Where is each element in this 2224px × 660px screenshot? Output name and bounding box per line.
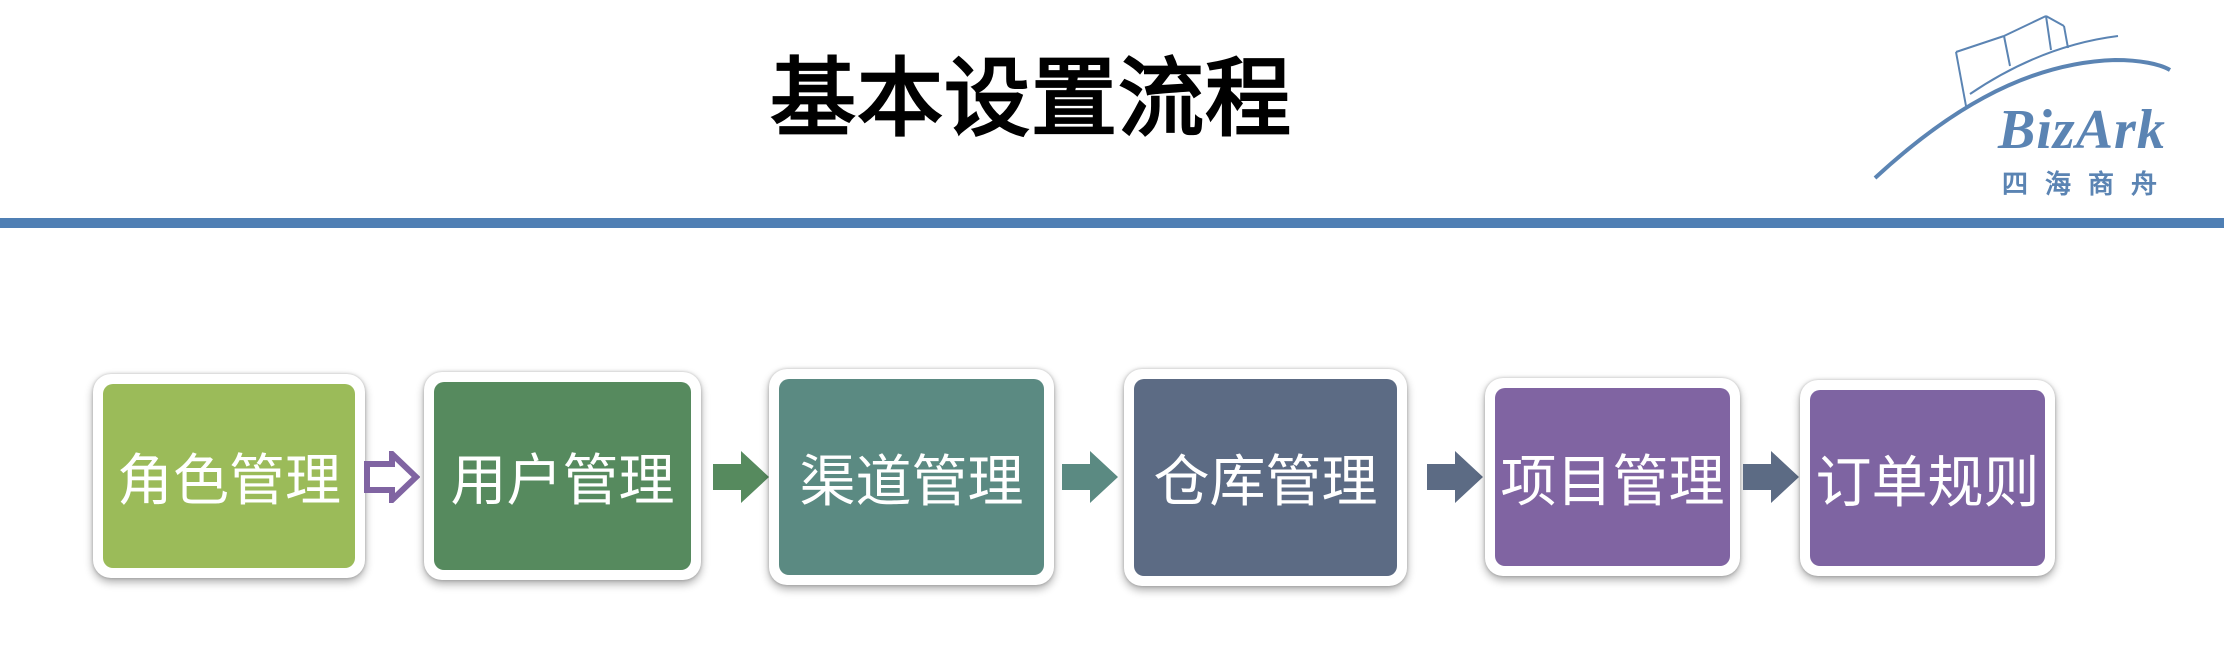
step-box: 角色管理 [103,384,355,568]
step-box: 用户管理 [434,382,691,570]
arrow-right-icon [1062,451,1118,503]
step-project-management: 项目管理 [1485,378,1740,576]
header-divider [0,218,2224,228]
page-title: 基本设置流程 [770,49,1292,149]
logo-tagline: 四海商舟 [2002,169,2174,200]
step-box: 仓库管理 [1134,379,1397,576]
logo-brand: BizArk [1997,99,2166,161]
step-label: 订单规则 [1815,450,2040,516]
arrow-right-icon [713,451,769,503]
bizark-logo: BizArk 四海商舟 [1873,15,2174,200]
step-box: 渠道管理 [779,379,1044,575]
arrow-right-icon [1743,451,1799,503]
step-label: 仓库管理 [1153,450,1378,515]
ship-icon [1873,15,2172,180]
step-order-rules: 订单规则 [1800,380,2055,576]
step-warehouse-management: 仓库管理 [1124,369,1407,586]
step-box: 订单规则 [1810,390,2045,566]
step-user-management: 用户管理 [424,372,701,580]
step-box: 项目管理 [1495,388,1730,566]
arrow-right-icon [1427,451,1483,503]
step-role-management: 角色管理 [93,374,365,578]
step-channel-management: 渠道管理 [769,369,1054,585]
step-label: 渠道管理 [799,449,1024,515]
step-label: 项目管理 [1500,449,1725,515]
arrow-right-icon [364,451,420,503]
step-label: 角色管理 [117,448,341,514]
step-label: 用户管理 [450,448,675,514]
